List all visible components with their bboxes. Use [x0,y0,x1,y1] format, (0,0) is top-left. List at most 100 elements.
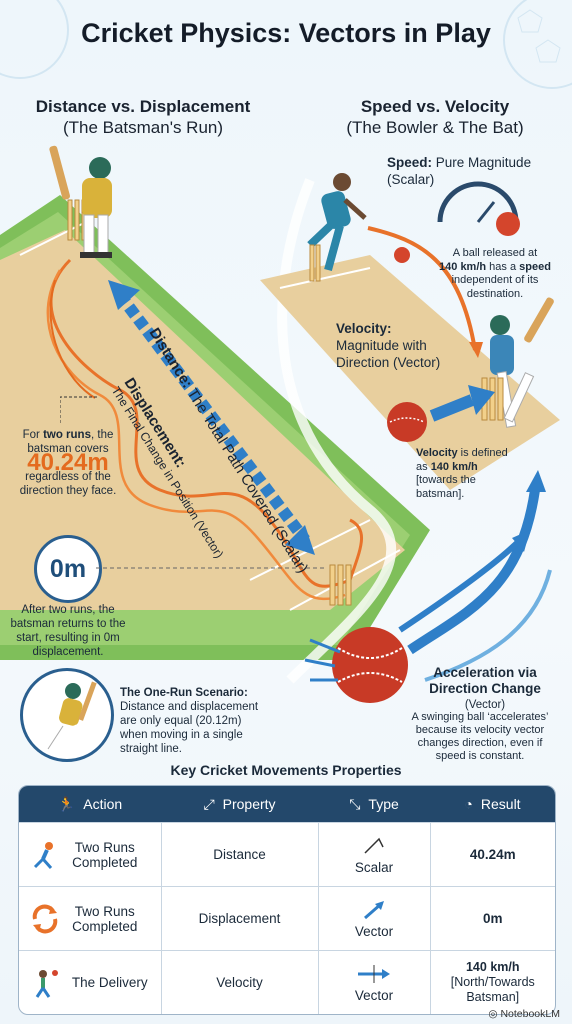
ball-trajectory [367,226,477,351]
pitch-surface [0,230,405,610]
property-cell: Distance [160,822,318,887]
right-section-heading: Speed vs. Velocity (The Bowler & The Bat… [300,96,570,138]
header-result-label: Result [480,796,521,812]
swinging-ball [332,627,408,703]
speed-description: A ball released at 140 km/h has a speed … [420,247,570,301]
speed-desc-2c: speed [519,260,551,273]
accel-desc-1: A swinging ball ‘accelerates’ [411,711,549,723]
displacement-arrow-head-bottom [285,525,315,555]
header-action-label: Action [83,795,123,812]
type-cell: Scalar [317,822,430,887]
velocity-bold: Velocity: [336,321,392,336]
accel-desc-3: changes direction, even if [417,737,543,749]
acceleration-arrow-1 [407,489,540,655]
header-type-label: Type [368,795,399,812]
vel-desc-4: batsman]. [416,487,465,500]
speed-heading: Speed: Pure Magnitude (Scalar) [387,154,572,188]
vel-desc-1a: Velocity [416,447,458,459]
speed-desc-2a: 140 km/h [439,260,487,273]
velocity-ball [387,402,427,442]
zero-text-3: start, resulting in 0m [16,632,120,644]
two-runs-callout-line [60,396,98,423]
action-cell: The Delivery [19,950,161,1014]
accel-title-2: Direction Change [429,681,541,696]
accel-title-1: Acceleration via [433,665,537,680]
pitch-illustration [0,145,430,660]
result-cell: 40.24m [429,822,555,887]
two-runs-intro-c: , the [90,429,114,441]
speed-velocity-heading: Speed vs. Velocity [360,97,510,116]
row2-type: Vector [354,923,394,939]
property-cell: Displacement [160,886,318,951]
header-type: ⤡ Type [318,786,430,823]
one-run-title: The One-Run Scenario: [120,687,248,699]
vel-desc-3: [towards the [416,474,476,486]
zero-text-1: After two runs, the [21,604,115,616]
left-section-heading: Distance vs. Displacement (The Batsman's… [8,96,278,138]
row1-action-line2: Completed [72,854,138,870]
distance-displacement-heading: Distance vs. Displacement [35,97,251,116]
bowler-bat-subheading: (The Bowler & The Bat) [346,118,524,137]
scalar-arrow-icon [364,837,384,854]
two-runs-callout: For two runs, the batsman covers 40.24m … [8,428,128,498]
velocity-arrow-head [468,385,495,415]
two-runs-intro-a: For [22,429,44,441]
zero-description: After two runs, the batsman returns to t… [8,603,128,659]
page-title: Cricket Physics: Vectors in Play [81,18,491,48]
zero-connector-line [96,567,324,569]
zero-displacement-badge: 0m [34,535,102,603]
row3-result-line3: Batsman] [466,990,520,1004]
one-run-scenario: The One-Run Scenario: Distance and displ… [120,686,320,756]
small-pitch [260,255,560,490]
vel-desc-1b: is defined [457,447,508,459]
right-illustration [260,173,560,703]
running-icon: 🏃 [57,795,76,812]
zero-text-2: batsman returns to the [10,618,126,630]
one-run-line4: straight line. [120,743,183,755]
two-runs-line3: regardless of the [25,471,111,483]
cycle-arrows-icon [32,904,58,933]
diagonal-arrows-icon: ⤡ [349,795,361,812]
row3-result-line2: [North/Towards [450,975,535,989]
speed-line2: (Scalar) [387,172,435,187]
row3-result: 140 km/h [465,960,520,974]
type-cell: Vector [317,950,430,1014]
two-runs-line2: batsman covers [27,443,109,455]
table-header-row: 🏃 Action ⤢Property ⤡ Type ◔Result [19,786,555,823]
vector-arrow-icon [364,900,384,919]
velocity-heading: Velocity: Magnitude with Direction (Vect… [336,320,486,371]
accel-desc-2: because its velocity vector [415,724,545,736]
row3-type: Vector [354,987,394,1003]
two-runs-line4: direction they face. [19,485,117,497]
result-cell: 0m [429,886,555,951]
type-cell: Vector [317,886,430,951]
acceleration-description: A swinging ball ‘accelerates’ because it… [390,711,570,763]
velocity-description: Velocity is defined as 140 km/h [towards… [416,447,556,501]
bowler-figure [307,173,367,272]
speed-desc-1: A ball released at [452,247,538,259]
header-result: ◔Result [430,786,555,823]
table-row: The Delivery Velocity Vector 140 km/h [N… [19,950,555,1014]
batsman-figure [49,145,112,258]
runner-icon [45,681,97,753]
one-run-line1: Distance and displacement [120,701,259,713]
one-run-line2: are only equal (20.12m) [120,715,242,727]
ball-in-flight [394,247,410,263]
two-runs-value: 40.24m [27,449,109,476]
vector-direction-arrows-icon [358,964,390,983]
velocity-line2: Magnitude with [336,338,427,353]
row1-action-line1: Two Runs [74,839,135,855]
two-runs-intro-b: two runs [43,429,91,441]
header-action: 🏃 Action [19,786,161,823]
speedometer-icon [437,181,520,236]
speed-desc-2b: has a [486,260,520,273]
header-property: ⤢Property [161,786,318,823]
zero-text-4: displacement. [32,646,104,658]
running-player-icon [33,841,53,869]
footer-brand: ◎ NotebookLM [488,1008,560,1020]
speed-desc-4: destination. [466,287,524,300]
